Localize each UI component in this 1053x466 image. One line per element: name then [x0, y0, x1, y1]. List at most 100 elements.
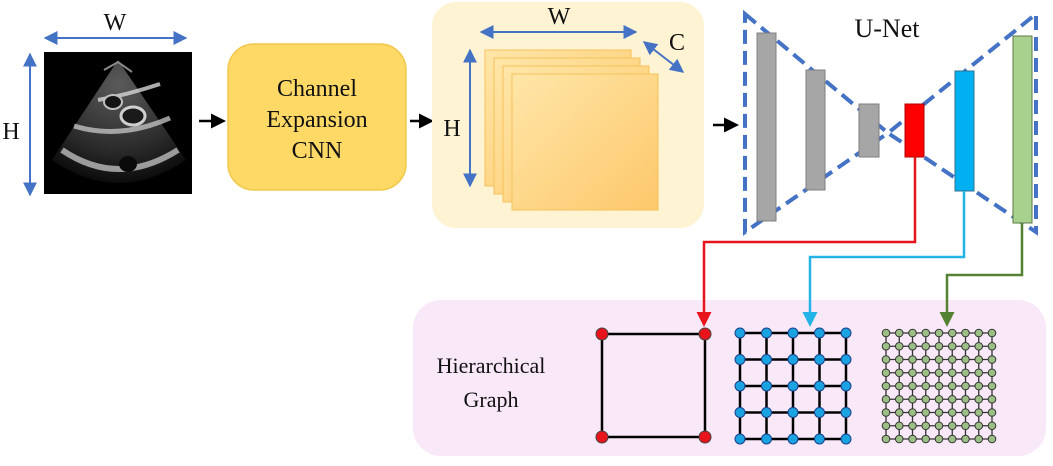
- graph-node: [947, 368, 957, 378]
- graph-node: [934, 408, 944, 417]
- graph-node: [814, 407, 825, 418]
- graph-node: [894, 341, 904, 351]
- graph-node: [881, 328, 891, 338]
- graph-node: [814, 380, 825, 392]
- graph-node: [894, 408, 904, 417]
- graph-node: [974, 381, 984, 391]
- graph-panel-label-line1: Hierarchical: [437, 353, 546, 378]
- graph-node: [894, 394, 904, 404]
- graph-node: [987, 434, 997, 444]
- graph-node: [734, 407, 746, 418]
- graph-node: [595, 430, 609, 444]
- graph-node: [987, 408, 997, 417]
- graph-node: [961, 434, 970, 444]
- graph-node: [881, 408, 891, 417]
- graph-node: [921, 355, 931, 364]
- graph-panel-label-line2: Graph: [464, 387, 519, 412]
- blue-connector-arrow: [802, 191, 966, 327]
- fm-height-label: H: [443, 116, 460, 142]
- graph-node: [908, 421, 917, 431]
- fm-channel-label: C: [669, 30, 685, 56]
- graph-node: [921, 394, 931, 404]
- graph-node: [881, 421, 891, 431]
- graph-node: [974, 434, 984, 444]
- encoder-layer-2: [805, 69, 826, 191]
- graph-node: [881, 434, 891, 444]
- decoder-layer-blue: [954, 70, 975, 192]
- graph-node: [761, 380, 772, 392]
- graph-node: [974, 341, 984, 351]
- graph-node: [734, 433, 746, 445]
- graph-node: [921, 341, 931, 351]
- graph-node: [934, 341, 944, 351]
- graph-node: [921, 408, 931, 417]
- fm-channel-arrow: [642, 41, 685, 73]
- graph-node: [987, 368, 997, 378]
- graph-node: [947, 355, 957, 364]
- graph-node: [921, 434, 931, 444]
- graph-node: [934, 421, 944, 431]
- graph-node: [974, 355, 984, 364]
- input-height-label: H: [2, 119, 19, 145]
- graph-node: [934, 434, 944, 444]
- graph-node: [595, 327, 609, 341]
- graph-levels: [595, 327, 997, 445]
- graph-node: [961, 394, 970, 404]
- graph-node: [814, 433, 825, 445]
- graph-node: [987, 394, 997, 404]
- graph-node: [734, 380, 746, 392]
- graph-node: [934, 368, 944, 378]
- graph-node: [961, 408, 970, 417]
- graph-node: [734, 354, 746, 365]
- graph-node: [947, 328, 957, 338]
- graph-node: [908, 328, 917, 338]
- graph-node: [894, 421, 904, 431]
- fm-width-label: W: [548, 4, 571, 30]
- graph-node: [908, 394, 917, 404]
- unet-title: U-Net: [855, 14, 921, 43]
- decoder-layer-red: [904, 103, 925, 158]
- graph-node: [947, 381, 957, 391]
- graph-node: [734, 327, 746, 339]
- graph-node: [934, 355, 944, 364]
- graph-node: [961, 355, 970, 364]
- unet-outline: [743, 9, 1038, 236]
- echocardiogram-image: [44, 52, 192, 194]
- graph-node: [947, 421, 957, 431]
- graph-node: [947, 394, 957, 404]
- graph-level-2: [734, 327, 852, 445]
- unet-group: U-Net: [743, 9, 1038, 236]
- graph-node: [921, 328, 931, 338]
- graph-node: [761, 354, 772, 365]
- graph-node: [787, 380, 799, 392]
- graph-node: [840, 380, 852, 392]
- feature-maps-group: W H C: [432, 2, 704, 228]
- encoder-layer-3: [858, 103, 880, 158]
- graph-level-3: [881, 328, 997, 444]
- green-connector-arrow: [939, 223, 1024, 327]
- graph-node: [961, 368, 970, 378]
- graph-node: [894, 381, 904, 391]
- graph-node: [698, 327, 712, 341]
- graph-node: [987, 421, 997, 431]
- graph-panel: [413, 300, 1046, 456]
- graph-node: [974, 421, 984, 431]
- graph-node: [814, 354, 825, 365]
- graph-node: [934, 381, 944, 391]
- graph-node: [881, 381, 891, 391]
- graph-node: [881, 341, 891, 351]
- graph-node: [787, 327, 799, 339]
- graph-node: [761, 407, 772, 418]
- graph-node: [840, 407, 852, 418]
- graph-node: [787, 354, 799, 365]
- graph-node: [947, 408, 957, 417]
- graph-node: [787, 407, 799, 418]
- graph-node: [908, 434, 917, 444]
- graph-node: [961, 381, 970, 391]
- graph-node: [974, 394, 984, 404]
- graph-node: [908, 368, 917, 378]
- graph-node: [934, 394, 944, 404]
- graph-node: [840, 327, 852, 339]
- graph-node: [787, 433, 799, 445]
